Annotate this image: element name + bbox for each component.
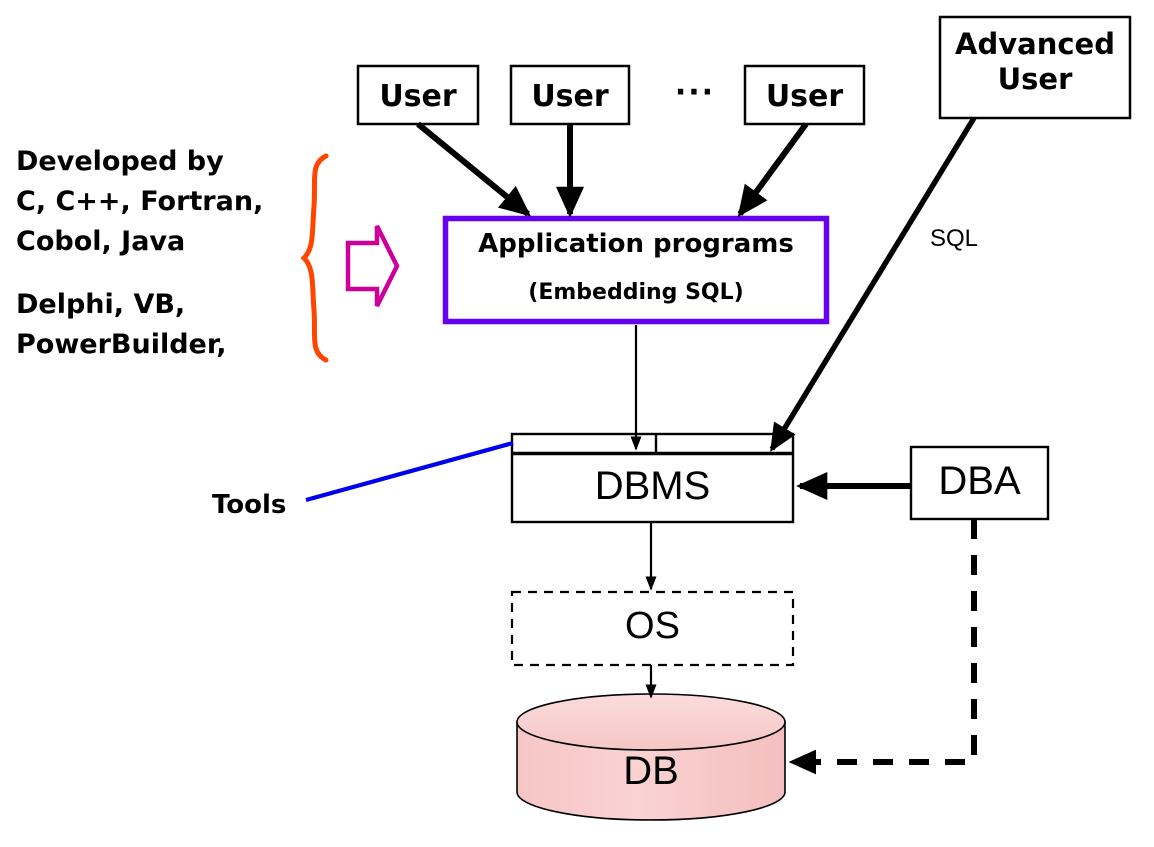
db-label: DB [623, 749, 679, 793]
user-box-2-label: User [531, 79, 609, 114]
sql-edge-label: SQL [930, 225, 979, 252]
arrow-advanced-user-to-dbms [769, 116, 977, 452]
arrow-user1-to-app [416, 121, 532, 217]
user-box-1[interactable] [356, 64, 480, 126]
tools-leader-line [305, 440, 514, 503]
os-label: OS [625, 605, 680, 647]
arrow-user3-to-app [737, 122, 809, 218]
side-note-block1-line1: Developed by [16, 146, 224, 177]
block-arrow-icon [345, 224, 400, 308]
dbms-box[interactable] [510, 432, 795, 524]
orange-brace [300, 153, 329, 363]
dbms-label: DBMS [594, 464, 711, 508]
dba-box[interactable] [909, 445, 1050, 521]
os-box[interactable] [510, 590, 795, 667]
user-box-2[interactable] [509, 64, 631, 126]
side-note-block2-line2: PowerBuilder, [16, 329, 227, 360]
arrow-dba-to-db-dashed [788, 519, 977, 775]
side-note-block1-line2: C, C++, Fortran, [16, 186, 264, 217]
db-cylinder[interactable] [516, 693, 786, 821]
application-programs-box[interactable] [442, 215, 830, 325]
application-programs-label-line1: Application programs [478, 229, 794, 259]
advanced-user-box[interactable] [938, 15, 1132, 120]
application-programs-label-line2: (Embedding SQL) [528, 280, 744, 305]
dba-label: DBA [938, 459, 1021, 503]
side-note-block1-line3: Cobol, Java [16, 226, 186, 257]
side-note-block2-line1: Delphi, VB, [16, 289, 186, 320]
user-box-1-label: User [379, 79, 457, 114]
tools-edge-label: Tools [212, 490, 287, 520]
db-cylinder-top [516, 693, 786, 751]
advanced-user-label-line2: User [997, 62, 1073, 96]
advanced-user-label-line1: Advanced [955, 27, 1115, 61]
user-ellipsis-label: ··· [674, 75, 716, 110]
user-box-3-label: User [765, 79, 844, 114]
